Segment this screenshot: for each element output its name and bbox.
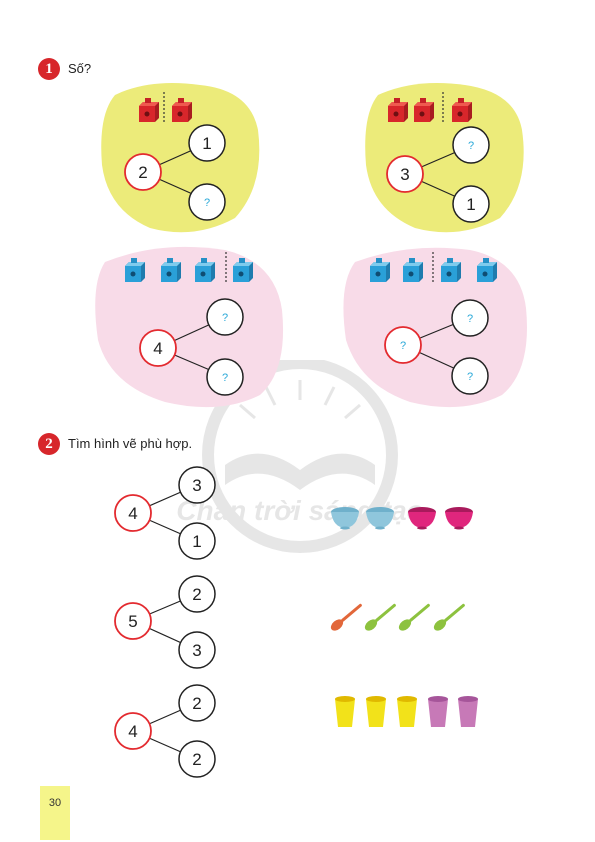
bond-whole-value: 3 [400,165,409,184]
bond-whole-circle [114,494,152,532]
bond-whole-value: 4 [128,504,137,523]
bond-part-value: 2 [192,750,201,769]
bond-part-value: 1 [192,532,201,551]
bond-unknown-mark: ? [222,372,228,384]
bond-part-circle [188,124,226,162]
spoon-icon [398,603,430,631]
exercise-2-badge: 2 [38,433,60,455]
bond-whole-circle [384,326,422,364]
cup-icon [335,696,355,727]
exercise-1-title: Số? [68,61,92,76]
bond-part-value: 3 [192,641,201,660]
bond-whole-value: 2 [138,163,147,182]
cup-icon [458,696,478,727]
exercise-2-title: Tìm hình vẽ phù hợp. [68,436,193,451]
bond-unknown-mark: ? [222,312,228,324]
bond-part-circle [452,126,490,164]
bond-part-circle [188,183,226,221]
bond-whole-circle [139,329,177,367]
cube-row-2 [388,92,472,124]
bond-part-circle [451,357,489,395]
bond-whole-circle [114,712,152,750]
bond-part-circle [452,185,490,223]
bond-unknown-mark: ? [467,313,473,325]
bond-unknown-mark: ? [204,197,210,209]
bond-whole-circle [124,153,162,191]
bond-part-value: 1 [466,195,475,214]
bond-part-circle [178,522,216,560]
bond-part-value: 1 [202,134,211,153]
bond-unknown-mark: ? [468,140,474,152]
cube-row-4 [370,252,497,284]
bond-part-circle [206,358,244,396]
cup-icon [397,696,417,727]
page-number: 30 [40,786,70,840]
bowl-icon [445,507,473,530]
bond-part-circle [178,684,216,722]
bond-part-value: 3 [192,476,201,495]
bowl-icon [331,507,359,530]
bond-whole-value: 4 [153,339,162,358]
bond-part-circle [178,466,216,504]
bond-part-circle [178,631,216,669]
bond-part-circle [451,299,489,337]
bond-part-value: 2 [192,694,201,713]
bowl-icon [366,507,394,530]
bowl-icon [408,507,436,530]
cup-icon [428,696,448,727]
bond-whole-circle [386,155,424,193]
cube-row-3 [125,252,253,284]
bond-whole-value: 5 [128,612,137,631]
bond-whole-circle [114,602,152,640]
bond-part-value: 2 [192,585,201,604]
bond-part-circle [206,298,244,336]
bond-unknown-mark: ? [400,340,406,352]
cube-row-1 [139,92,192,124]
spoon-icon [433,603,465,631]
spoon-icon [330,603,362,631]
bond-part-circle [178,575,216,613]
bond-whole-value: 4 [128,722,137,741]
cup-icon [366,696,386,727]
bond-part-circle [178,740,216,778]
bond-unknown-mark: ? [467,371,473,383]
spoon-icon [364,603,396,631]
exercise-1-badge: 1 [38,58,60,80]
